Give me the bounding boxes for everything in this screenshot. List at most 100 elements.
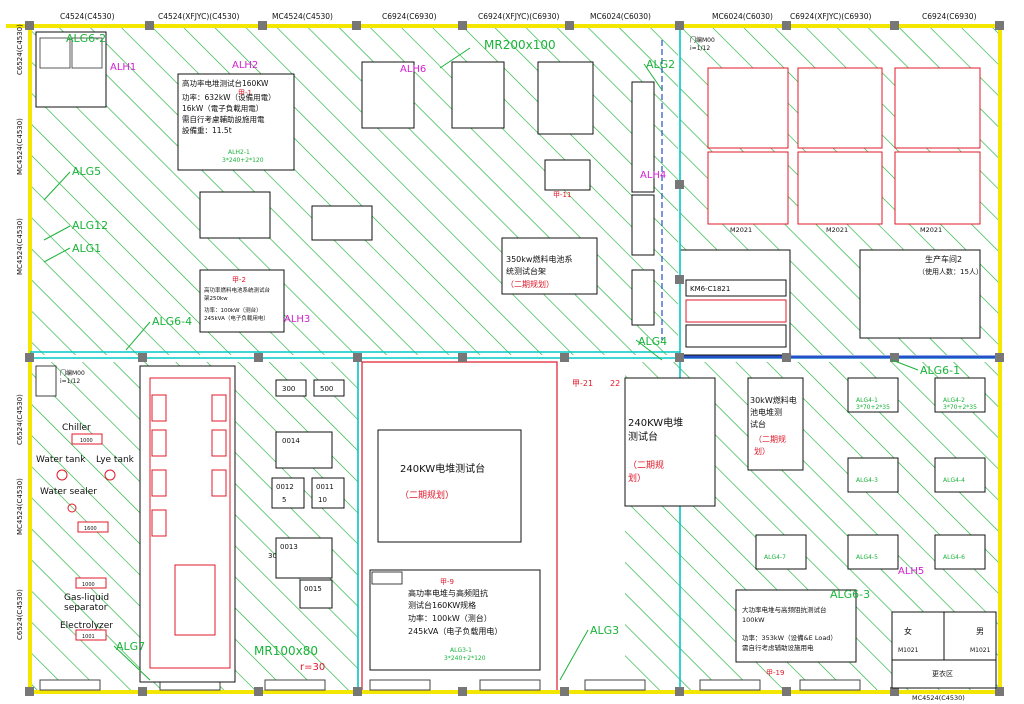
text: 240KW电堆 [628,416,683,429]
distribution-panels [755,377,986,570]
door-note: i=1/12 [60,378,80,385]
svg-text:1001: 1001 [82,634,95,640]
equipment-160kw: 高功率电堆测试台160KW 甲-1 功率：632kW（设備用電） 16kW（電子… [177,73,295,171]
panel-tag: ALG4 [638,335,667,348]
restrooms: 女 男 M1021 M1021 更衣区 MC4524(C4530) [891,611,997,702]
svg-text:300: 300 [282,385,295,393]
equipment-240kw-right: 240KW电堆 测试台 （二期规 划） [624,377,716,507]
svg-text:3*70+2*35: 3*70+2*35 [943,404,977,411]
column-label: MC4524(C4530) [16,218,24,275]
column-label: MC4524(C4530) [912,694,965,702]
columns [25,21,1004,696]
panel-tag: ALG7 [116,640,145,653]
column-label: MC6024(C6030) [712,12,773,21]
text: 功率：632kW（设備用電） [182,92,276,102]
text: 划） [628,472,646,484]
small-units [271,379,345,609]
svg-text:3*70+2*35: 3*70+2*35 [856,404,890,411]
panel-tag: ALG6-1 [920,364,960,377]
text: 池电堆测 [750,407,782,417]
lounge-label: 更衣区 [932,669,953,678]
text: （二期规 [628,460,664,471]
equipment-240kw-center: 240KW电堆测试台 （二期规划） [377,429,522,543]
svg-text:ALG4-5: ALG4-5 [856,554,878,561]
text: 設備重：11.5t [182,125,232,135]
text: 功率：100kW（测台） [204,306,262,314]
svg-text:ALG4-1: ALG4-1 [856,397,878,404]
cable-tray: MR100x80 [254,644,318,658]
panel-tag: ALH1 [110,62,136,73]
panel-tag: ALH6 [400,64,426,75]
text: 高功率电堆与高频阻抗 [408,588,488,598]
red-tag: 22 [610,379,620,388]
panel-tag: ALG2 [646,58,675,71]
text: 需自行考慮輔助設施用電 [182,114,265,124]
svg-text:0013: 0013 [280,543,298,551]
equipment-a2: 甲-2 高功率燃料电池系统测试台 架250kw 功率：100kW（测台） 245… [199,269,285,333]
column-label: MC4524(C4530) [16,478,24,535]
column-label: MC6024(C6030) [590,12,651,21]
column-label: C6524(C4530) [16,394,24,445]
panel-tag: ALH3 [284,314,310,325]
svg-text:0011: 0011 [316,483,334,491]
text: 功率：353kW（设備&E Load） [742,633,837,642]
panel-tag: ALH5 [898,566,924,577]
red-tag: 甲-11 [553,191,571,199]
svg-text:10: 10 [318,496,327,504]
panel-tag: ALG6-3 [830,588,870,601]
svg-text:ALG4-6: ALG4-6 [943,554,965,561]
panel-box [35,31,107,108]
text: 大功率电堆与高频阻抗测试台 [742,605,827,614]
text: 架250kw [204,295,228,302]
svg-text:1000: 1000 [82,582,95,588]
svg-text:30: 30 [268,552,277,560]
text: （二期规划） [506,279,554,289]
red-tag: 甲-2 [232,276,246,284]
column-label: MC4524(C4530) [16,118,24,175]
door-label: M2021 [826,226,848,234]
text: 划） [754,446,770,456]
label: Water tank [36,455,86,465]
panel-tag: ALG5 [72,165,101,178]
label: Chiller [62,423,91,433]
text: 高功率电堆测试台160KW [182,78,269,88]
svg-text:1600: 1600 [84,526,97,532]
red-tag: 甲-1 [238,89,252,97]
svg-text:0012: 0012 [276,483,294,491]
text: 试台 [750,419,766,429]
text: 16kW（電子負載用電） [182,103,263,113]
room-label: 生产车间2 [925,254,962,264]
svg-text:ALG4-7: ALG4-7 [764,554,786,561]
tag: ALH2-1 [228,149,250,156]
label: Lye tank [96,455,135,465]
text: 100kW [742,616,765,624]
equipment-hf-center: 甲-9 高功率电堆与高频阻抗 测试台160KW规格 功率：100kW（测台） 2… [369,569,541,671]
label: Gas-liquid [64,593,109,603]
text: 350kw燃料电池系 [506,254,572,264]
svg-text:500: 500 [320,385,333,393]
door-note: i=1/12 [690,45,710,52]
equipment-hf-right: 大功率电堆与高频阻抗测试台 100kW 功率：353kW（设備&E Load） … [735,589,857,663]
svg-text:M1021: M1021 [970,647,991,654]
label: Electrolyzer [60,621,113,631]
text: 240KW电堆测试台 [400,462,485,475]
column-label: MC4524(C4530) [272,12,333,21]
red-tag: 甲-19 [766,669,784,677]
svg-text:ALG4-2: ALG4-2 [943,397,965,404]
equipment-30kw: 30kW燃料电 池电堆测 试台 （二期规 划） [747,377,804,471]
panel-tag: ALG12 [72,219,108,232]
label: Water sealer [40,487,97,497]
label: separator [64,603,108,613]
column-label: C4524(C4530) [60,12,115,21]
cable: 3*240+2*120 [444,655,486,662]
tag: ALG3-1 [450,647,472,654]
equipment-350kw: 350kw燃料电池系 统测试台架 （二期规划） [501,237,598,295]
svg-text:0014: 0014 [282,437,300,445]
restroom-male: 男 [976,627,984,636]
wet-equipment: Chiller 1000 Water tank Lye tank Water s… [36,423,135,641]
red-tag: 甲-9 [440,578,454,586]
svg-text:0015: 0015 [304,585,322,593]
text: 统测试台架 [506,266,546,276]
equip-code: KM6-C1821 [690,285,730,293]
